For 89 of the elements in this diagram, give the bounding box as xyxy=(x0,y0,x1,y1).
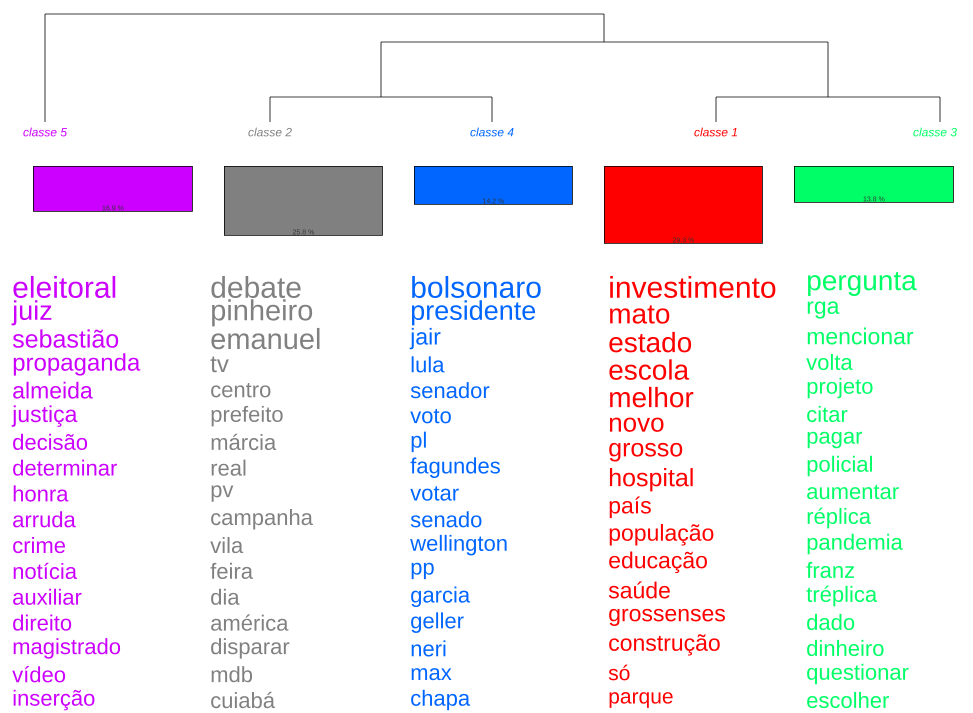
word-label: neri xyxy=(412,640,446,656)
word-label: garcia xyxy=(411,586,470,608)
word-label: policial xyxy=(808,456,872,476)
word-label: magistrado xyxy=(14,638,120,659)
word-label: dia xyxy=(211,588,240,605)
word-label: auxiliar xyxy=(13,588,82,605)
word-label: honra xyxy=(14,485,68,502)
class-label: classe 5 xyxy=(23,128,68,136)
word-label: mdb xyxy=(212,666,252,682)
word-label: pandemia xyxy=(808,534,903,554)
word-label: estado xyxy=(609,332,692,352)
word-label: vídeo xyxy=(12,666,66,682)
word-label: disparar xyxy=(211,638,290,659)
word-label: só xyxy=(608,664,630,680)
word-label: justiça xyxy=(12,405,78,427)
word-label: pagar xyxy=(808,432,862,448)
word-label: população xyxy=(610,524,714,546)
word-label: país xyxy=(610,496,651,518)
class-label: classe 3 xyxy=(913,128,957,136)
word-label: márcia xyxy=(212,434,276,450)
word-label: tv xyxy=(210,356,229,372)
word-label: franz xyxy=(806,562,854,578)
class-label: classe 2 xyxy=(248,128,292,136)
word-label: decisão xyxy=(13,434,88,450)
word-label: eleitoral xyxy=(13,276,116,298)
word-label: centro xyxy=(211,382,270,398)
word-label: juiz xyxy=(12,300,52,326)
word-label: citar xyxy=(807,406,848,422)
word-label: mencionar xyxy=(808,328,914,344)
word-label: pergunta xyxy=(808,272,917,296)
word-label: max xyxy=(412,668,452,680)
word-label: hospital xyxy=(610,468,693,492)
word-label: cuiabá xyxy=(211,692,276,708)
word-label: escola xyxy=(609,359,690,380)
word-label: sebastião xyxy=(12,329,118,348)
word-label: inserção xyxy=(14,690,94,710)
word-label: mato xyxy=(610,305,670,324)
word-label: novo xyxy=(610,418,664,432)
word-label: investimento xyxy=(610,276,776,298)
class-label: classe 1 xyxy=(694,128,737,136)
word-label: grosso xyxy=(609,442,682,462)
word-label: rga xyxy=(808,301,840,319)
word-label: melhor xyxy=(610,386,694,408)
word-label: vila xyxy=(210,537,244,554)
word-label: volta xyxy=(806,354,853,370)
word-label: questionar xyxy=(807,664,909,684)
word-label: grossenses xyxy=(609,608,725,626)
word-label: escolher xyxy=(807,692,889,708)
word-label: prefeito xyxy=(212,406,283,426)
word-label: almeida xyxy=(13,382,93,399)
word-label: crime xyxy=(13,537,65,554)
word-label: feira xyxy=(210,562,253,579)
word-label: pv xyxy=(212,485,234,502)
word-label: votar xyxy=(410,486,459,501)
word-label: jair xyxy=(410,328,440,350)
word-label: pp xyxy=(412,562,434,580)
word-label: saúde xyxy=(608,581,670,598)
word-label: determinar xyxy=(13,460,117,476)
word-label: réplica xyxy=(808,508,871,528)
word-label: educação xyxy=(609,552,707,574)
word-label: geller xyxy=(411,612,464,633)
word-label: debate xyxy=(211,276,301,298)
word-label: parque xyxy=(610,692,673,708)
word-label: voto xyxy=(410,408,451,424)
word-label: bolsonaro xyxy=(412,276,541,298)
word-label: senador xyxy=(410,382,490,398)
word-label: direito xyxy=(13,614,72,631)
word-label: wellington xyxy=(410,534,507,556)
word-label: senado xyxy=(410,511,482,528)
word-label: emanuel xyxy=(211,328,320,350)
word-label: notícia xyxy=(14,562,78,580)
word-label: fagundes xyxy=(410,457,500,478)
word-label: campanha xyxy=(211,509,313,530)
word-label: construção xyxy=(609,634,720,656)
word-label: dado xyxy=(807,614,854,630)
word-label: chapa xyxy=(411,690,470,710)
word-label: pinheiro xyxy=(212,299,312,326)
word-label: lula xyxy=(412,356,444,372)
word-label: pl xyxy=(412,432,426,452)
word-label: tréplica xyxy=(806,586,878,606)
word-label: américa xyxy=(211,614,288,631)
word-label: aumentar xyxy=(807,484,899,500)
word-label: projeto xyxy=(808,378,873,398)
word-label: propaganda xyxy=(14,353,140,376)
class-label: classe 4 xyxy=(470,128,514,136)
word-label: arruda xyxy=(13,511,76,528)
word-label: dinheiro xyxy=(807,640,884,656)
word-label: presidente xyxy=(412,300,536,326)
word-label: real xyxy=(212,460,246,476)
